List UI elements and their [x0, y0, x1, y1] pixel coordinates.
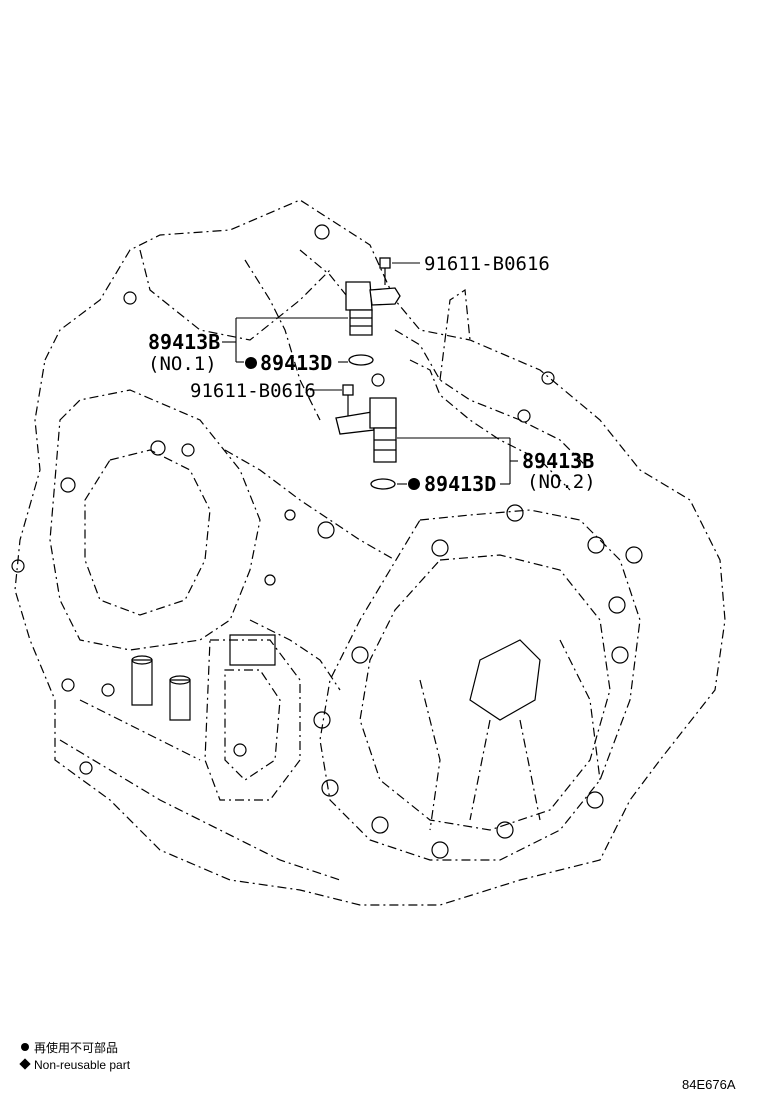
legend-line-en: Non-reusable part	[34, 1058, 131, 1072]
o-ring-icon	[348, 354, 374, 366]
callout-oring-no1: 89413D	[260, 351, 332, 375]
transaxle-housing-drawing	[11, 199, 726, 906]
callout-sensor-no1-part: 89413B	[148, 330, 220, 354]
speed-sensor-no2-drawing	[335, 384, 397, 490]
bolt-icon	[342, 384, 354, 420]
speed-sensor-no1-drawing	[345, 257, 401, 366]
o-ring-icon	[370, 478, 396, 490]
non-reusable-bullet-icon	[245, 357, 257, 369]
non-reusable-bullet-icon	[408, 478, 420, 490]
figure-id: 84E676A	[682, 1077, 736, 1092]
callout-sensor-no1-sub: (NO.1)	[148, 353, 217, 375]
leader-lines	[222, 262, 518, 485]
callout-bolt-top: 91611-B0616	[424, 253, 550, 275]
callout-sensor-no2-part: 89413B	[522, 449, 594, 473]
legend-bullet-icon	[21, 1043, 29, 1051]
legend-bullet-icon	[19, 1058, 31, 1070]
legend: 再使用不可部品 Non-reusable part	[19, 1040, 131, 1072]
callout-bolt-mid: 91611-B0616	[190, 380, 316, 402]
callout-oring-no2: 89413D	[424, 472, 496, 496]
legend-line-jp: 再使用不可部品	[34, 1040, 118, 1055]
bolt-icon	[379, 257, 391, 285]
callout-sensor-no2-sub: (NO.2)	[527, 471, 596, 493]
